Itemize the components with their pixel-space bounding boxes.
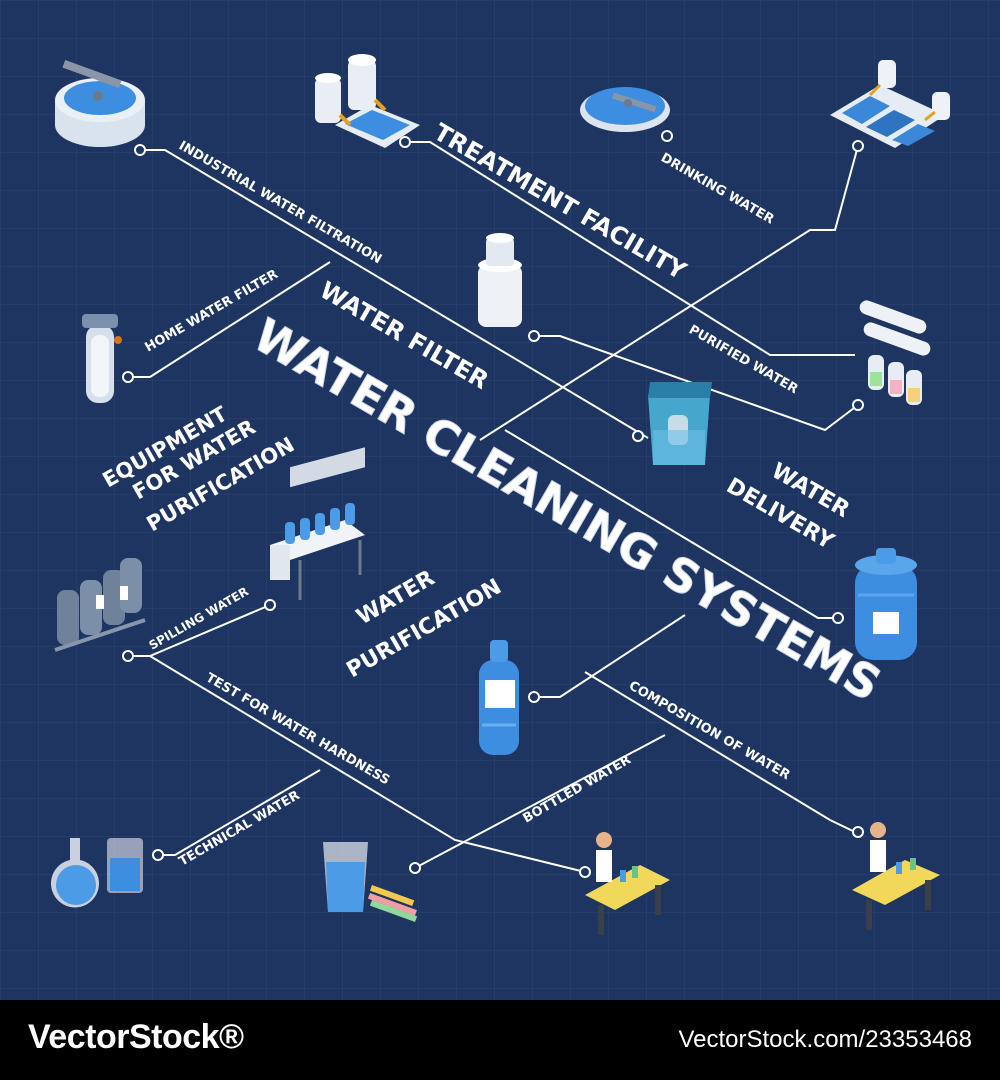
- filtration-pools-icon: [830, 60, 950, 148]
- reverse-osmosis-filter-icon: [859, 300, 931, 405]
- bottle-crate-table-icon: [270, 447, 365, 600]
- filter-cartridge-icon: [478, 233, 522, 327]
- connector-lines: [128, 141, 859, 873]
- water-pitcher-filter-icon: [648, 382, 712, 465]
- watermark-footer: VectorStock® VectorStock.com/23353468: [0, 1000, 1000, 1080]
- round-settling-tank-icon: [55, 59, 145, 147]
- home-water-filter-icon: [82, 314, 122, 403]
- background-grid: [0, 0, 1000, 1000]
- lab-scientist-table-icon: [852, 822, 940, 930]
- brand-logo-text: VectorStock®: [28, 1018, 244, 1056]
- connector-nodes: [122, 130, 864, 878]
- round-clarifier-icon: [580, 87, 670, 132]
- industrial-filter-tanks-icon: [54, 558, 146, 652]
- infographic-canvas: WATER CLEANING SYSTEMS TREATMENT FACILIT…: [0, 0, 1000, 1000]
- lab-scientist-table-icon: [585, 832, 670, 935]
- water-glass-test-strips-icon: [323, 842, 418, 923]
- plastic-bottle-icon: [479, 640, 519, 755]
- lab-flask-icon: [51, 838, 143, 908]
- water-cooler-bottle-icon: [855, 548, 917, 660]
- filtration-station-icon: [315, 54, 420, 148]
- image-reference: VectorStock.com/23353468: [678, 1026, 972, 1053]
